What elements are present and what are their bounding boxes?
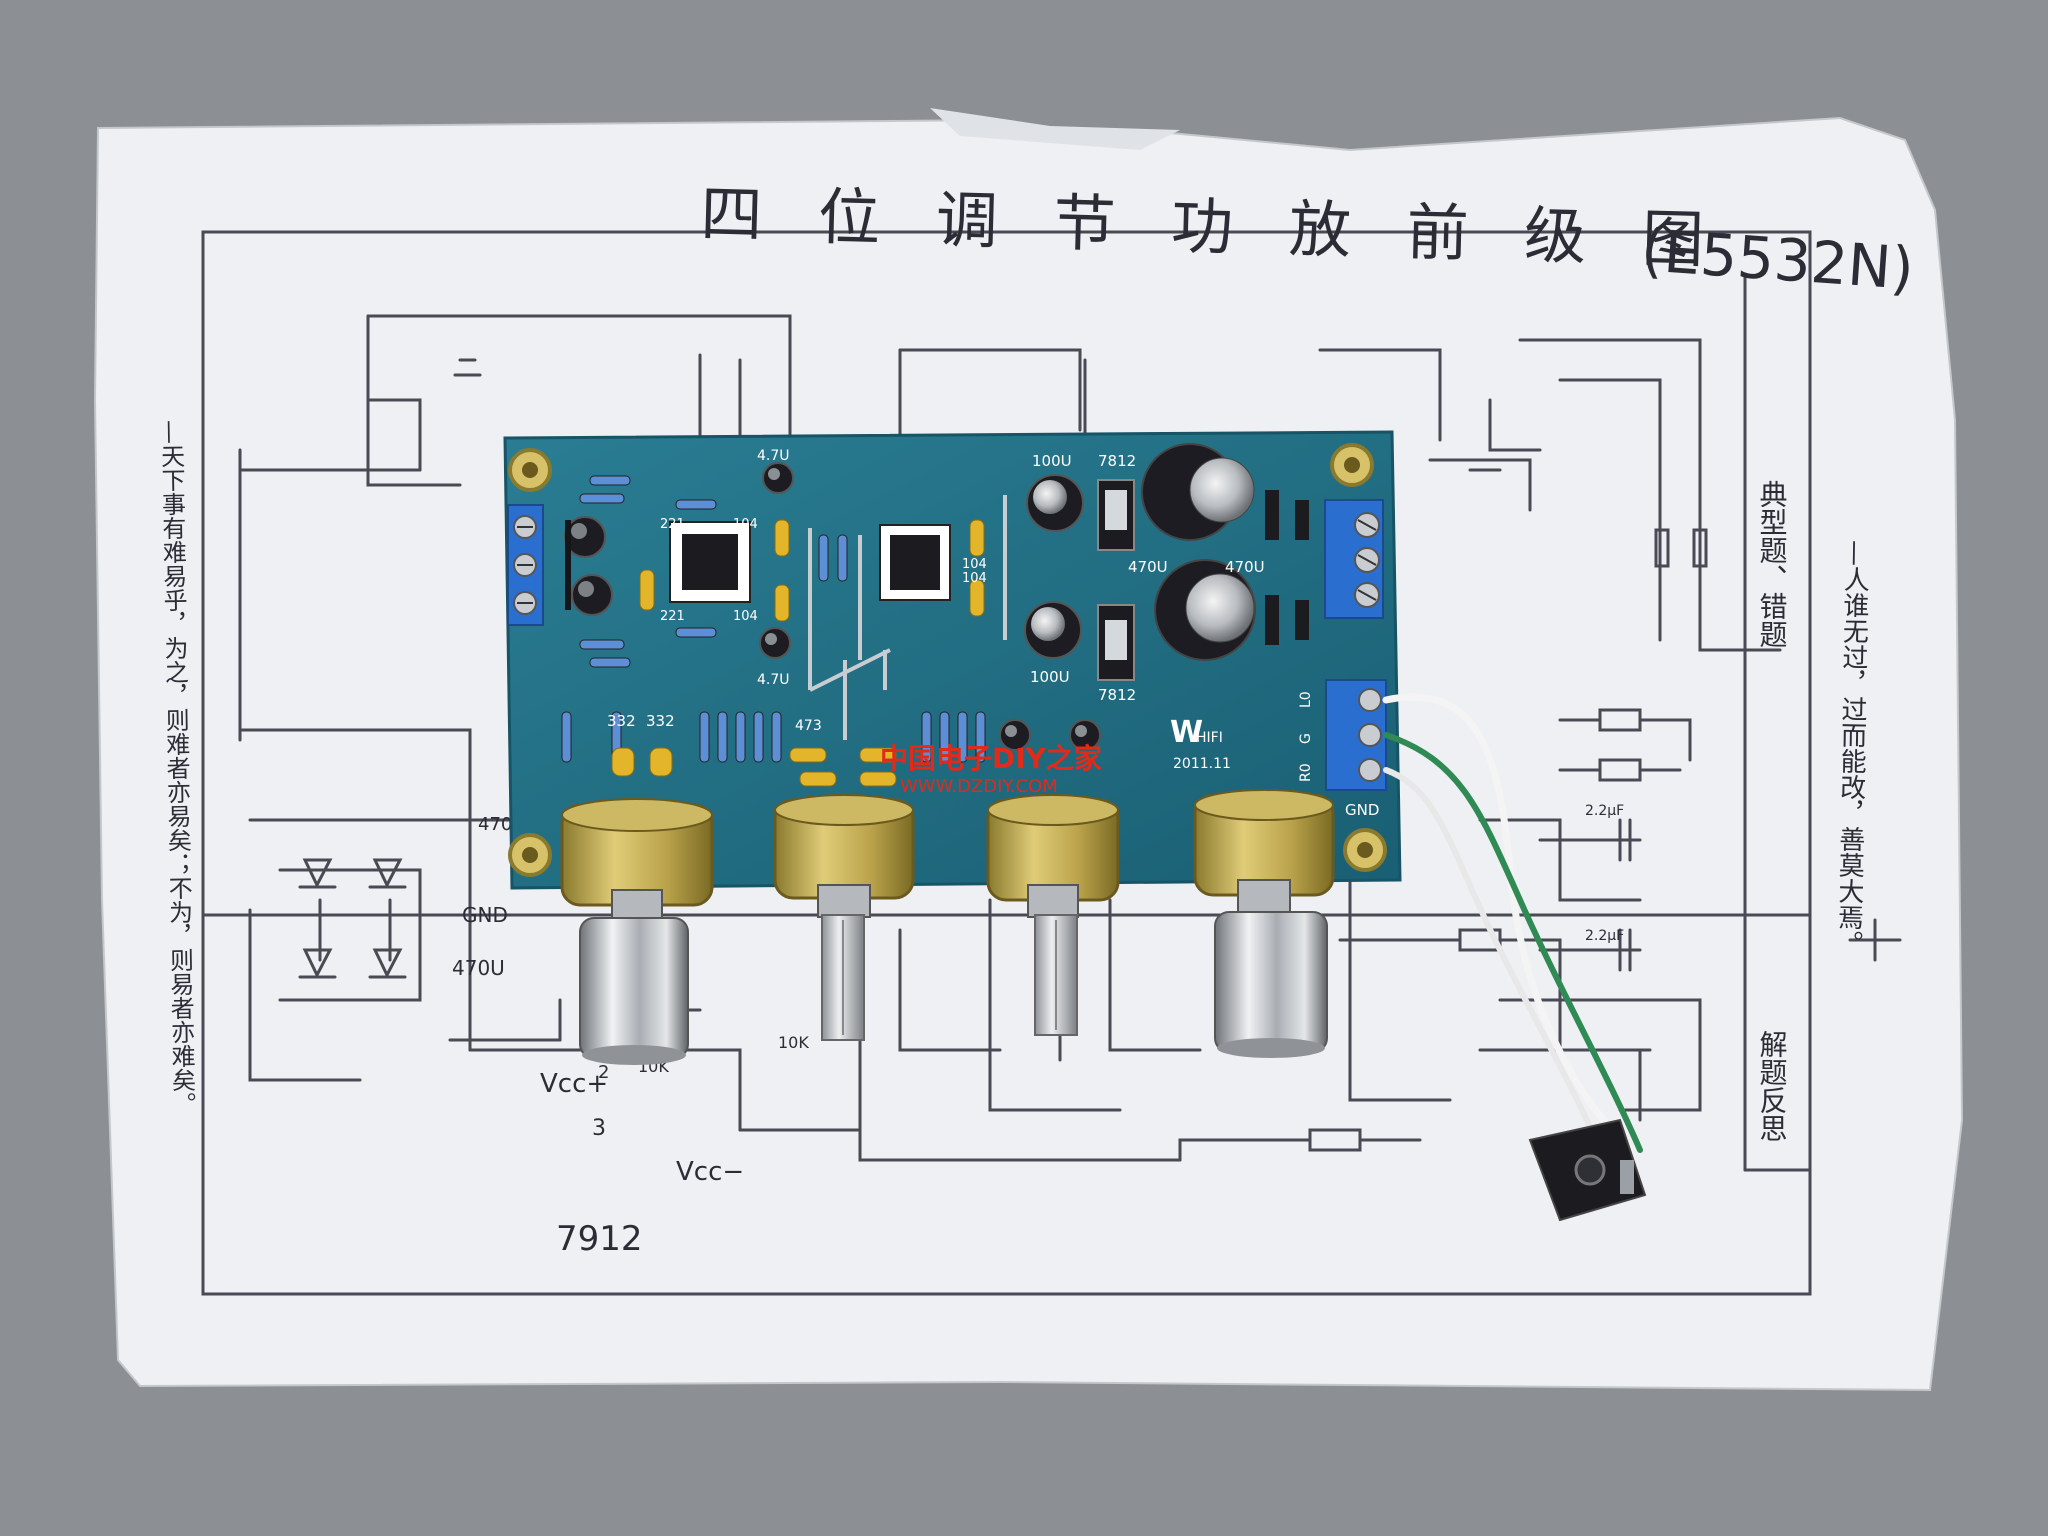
label-7912: 7912 bbox=[556, 1219, 643, 1259]
label-vcc-plus: Vcc+ bbox=[540, 1069, 608, 1099]
pot-4 bbox=[1193, 789, 1335, 913]
label-22uf-b: 2.2μF bbox=[1585, 928, 1624, 944]
jumper-wires bbox=[808, 495, 1007, 740]
silk-100u-bottom: 100U bbox=[1030, 668, 1070, 686]
silk-104-a: 104 bbox=[733, 517, 758, 532]
side-box-bottom: 解题反思 bbox=[1756, 1030, 1789, 1142]
voltage-regulators bbox=[1097, 479, 1135, 681]
potentiometers bbox=[560, 789, 1335, 923]
silk-104-c: 104 bbox=[962, 557, 987, 572]
shaft-3 bbox=[1034, 914, 1078, 1036]
silk-brand-hifi: HIFI bbox=[1196, 730, 1223, 746]
coupling-capacitors bbox=[759, 462, 1101, 751]
watermark: 中国电子DIY之家 WWW.DZDIY.COM bbox=[880, 742, 1102, 797]
knobs bbox=[579, 911, 1328, 1065]
silk-pin-l: L0 bbox=[1298, 691, 1314, 708]
silk-gnd: GND bbox=[1345, 801, 1379, 819]
silk-104-d: 104 bbox=[962, 571, 987, 586]
silk-221-b: 221 bbox=[660, 609, 685, 624]
pot-2 bbox=[773, 794, 915, 918]
label-22uf-a: 2.2μF bbox=[1585, 803, 1624, 819]
side-box-top: 典型题、错题 bbox=[1756, 480, 1789, 648]
resistors bbox=[561, 475, 986, 763]
output-terminal-block bbox=[1325, 679, 1387, 791]
pot-1 bbox=[560, 798, 714, 923]
silk-47u-bottom: 4.7U bbox=[757, 672, 790, 688]
ceramic-capacitors bbox=[611, 519, 985, 787]
silk-date: 2011.11 bbox=[1173, 756, 1231, 772]
knob-4 bbox=[1214, 911, 1328, 1058]
pcb-board: 4.7U 4.7U 100U 100U 7812 7812 470U 470U … bbox=[503, 430, 1402, 890]
silk-473: 473 bbox=[795, 718, 822, 734]
silk-104-b: 104 bbox=[733, 609, 758, 624]
filter-capacitors-470u bbox=[1141, 443, 1256, 661]
silk-470u-a: 470U bbox=[1128, 558, 1168, 576]
watermark-title: 中国电子DIY之家 bbox=[880, 742, 1102, 775]
ic-chips bbox=[669, 521, 951, 603]
silk-332-a: 332 bbox=[607, 712, 636, 730]
shaft-2 bbox=[821, 914, 865, 1041]
label-pin2: 2 bbox=[598, 1062, 609, 1083]
right-caption: —人谁无过，过而能改，善莫大焉。 bbox=[1833, 540, 1870, 956]
audio-jack bbox=[1528, 1118, 1647, 1222]
small-capacitors-left bbox=[564, 516, 613, 616]
schematic-drawing bbox=[201, 230, 1902, 1296]
mounting-holes bbox=[508, 443, 1387, 877]
silk-221-a: 221 bbox=[660, 517, 685, 532]
silk-332-b: 332 bbox=[646, 712, 675, 730]
silk-7812-bottom: 7812 bbox=[1098, 686, 1136, 704]
power-terminal-block bbox=[1324, 499, 1384, 619]
silk-pin-r: R0 bbox=[1298, 763, 1314, 782]
silk-470u-b: 470U bbox=[1225, 558, 1265, 576]
silk-47u-top: 4.7U bbox=[757, 448, 790, 464]
watermark-url: WWW.DZDIY.COM bbox=[900, 776, 1058, 797]
silk-pin-g: G bbox=[1298, 733, 1314, 744]
output-cable bbox=[1382, 693, 1643, 1154]
silk-brand-w: W bbox=[1170, 715, 1203, 750]
filter-capacitors-100u bbox=[1024, 474, 1084, 659]
label-10k-b: 10K bbox=[778, 1033, 809, 1052]
silk-7812-top: 7812 bbox=[1098, 452, 1136, 470]
silk-100u-top: 100U bbox=[1032, 452, 1072, 470]
rectifier-diodes bbox=[1265, 490, 1309, 645]
silkscreen-labels: 4.7U 4.7U 100U 100U 7812 7812 470U 470U … bbox=[607, 448, 1379, 819]
label-vcc-minus: Vcc− bbox=[676, 1157, 744, 1187]
pot-3 bbox=[986, 794, 1120, 918]
label-gnd: GND bbox=[462, 903, 508, 927]
label-pin3: 3 bbox=[592, 1116, 606, 1141]
input-terminal-block bbox=[507, 504, 544, 626]
label-470u-bottom: 470U bbox=[452, 956, 505, 980]
knob-1 bbox=[579, 917, 689, 1065]
